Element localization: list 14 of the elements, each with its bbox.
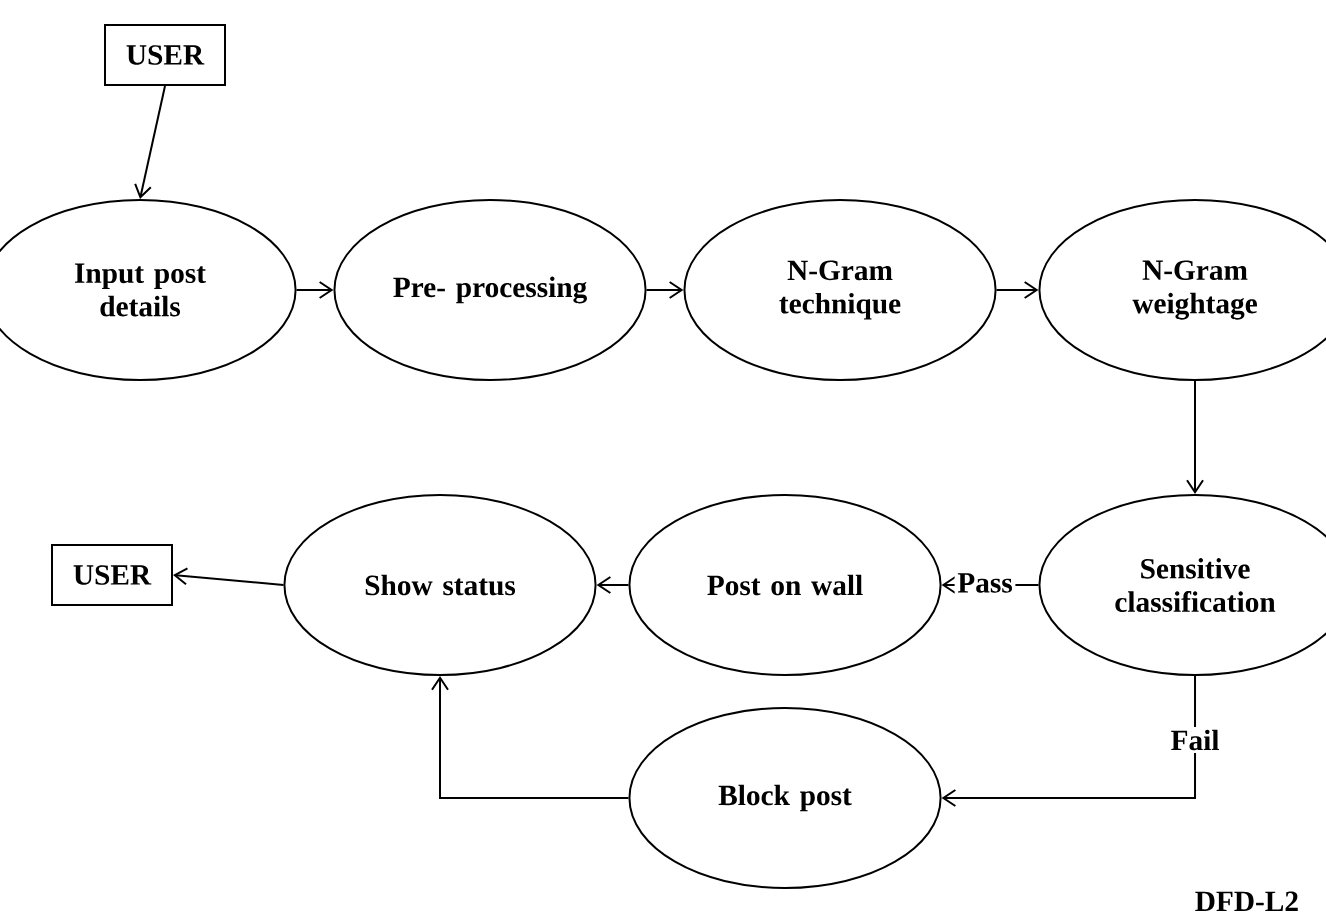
arrow — [1186, 380, 1204, 494]
arrow — [941, 675, 1196, 807]
edge-label: Pass — [954, 570, 1016, 596]
entity-box: USER — [51, 544, 173, 606]
arrow — [173, 567, 285, 586]
arrow — [995, 281, 1039, 299]
arrow — [295, 281, 334, 299]
arrow — [134, 85, 166, 199]
arrow — [431, 676, 630, 799]
edge-label: Fail — [1167, 727, 1223, 753]
arrow — [596, 576, 630, 594]
entity-box: USER — [104, 24, 226, 86]
arrow — [645, 281, 684, 299]
diagram-label: DFD-L2 — [1195, 891, 1298, 911]
